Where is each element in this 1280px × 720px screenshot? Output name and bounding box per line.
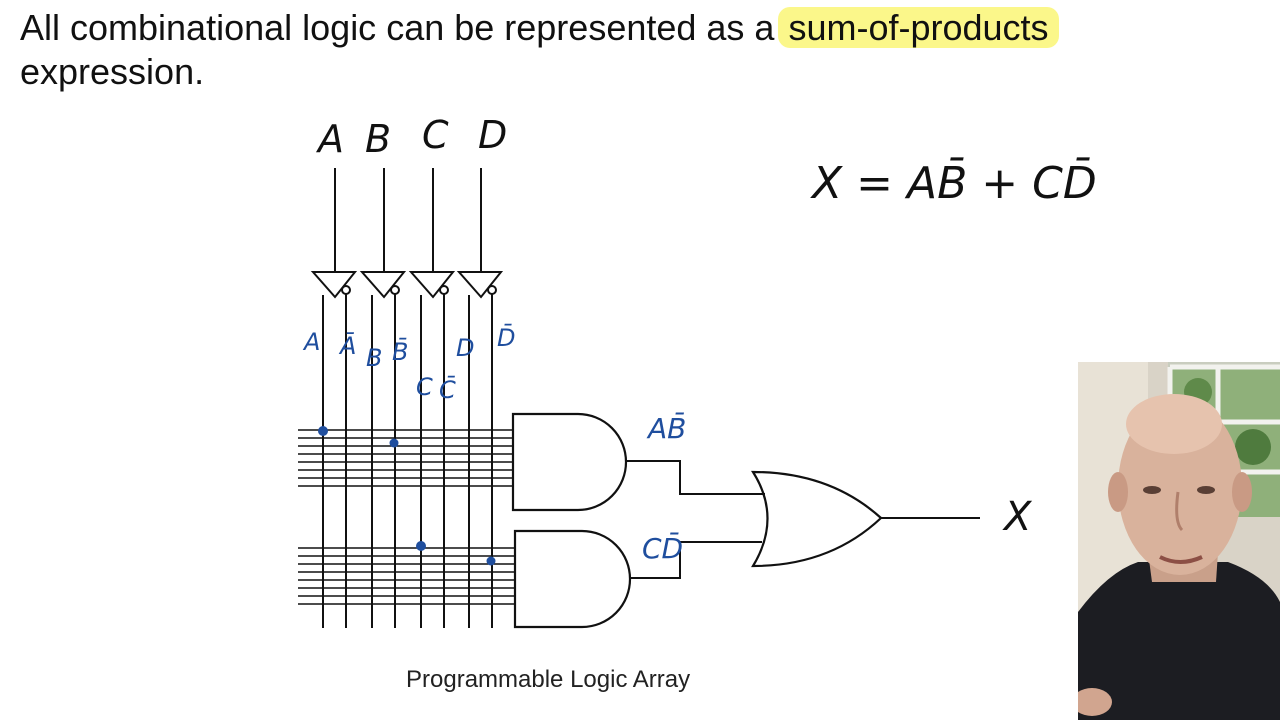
and-output-label-2: CD̄ [642, 531, 683, 565]
inverter-bubble-d [487, 285, 497, 295]
literal-label-dbar: D̄ [497, 323, 515, 352]
literal-label-b: B [366, 344, 382, 372]
inverter-bubble-b [390, 285, 400, 295]
headline-continuation: expression. [20, 51, 205, 92]
connection-dot-a [318, 426, 328, 436]
and-output-label-1: AB̄ [646, 411, 686, 445]
highlighted-term: sum-of-products [778, 7, 1059, 48]
literal-label-d: D [456, 334, 474, 362]
headline-text: All combinational logic can be represent… [20, 7, 775, 48]
literal-label-cbar: C̄ [439, 375, 456, 404]
inverter-c [408, 271, 456, 299]
equation: X = AB̄ + CD̄ [810, 156, 1097, 209]
connection-dot-dbar [486, 556, 496, 566]
product-term-lines-2 [298, 547, 515, 605]
or-gate [751, 470, 883, 568]
diagram-caption: Programmable Logic Array [406, 666, 691, 693]
product-term-lines-1 [298, 429, 513, 487]
inverter-bubble-c [439, 285, 449, 295]
wire-and2-to-or [630, 541, 762, 579]
literal-label-bbar: B̄ [392, 337, 408, 366]
connection-dot-c [416, 541, 426, 551]
presenter-image [1078, 362, 1280, 720]
literal-label-c: C [416, 373, 433, 401]
connection-dot-bbar [389, 438, 399, 448]
output-label: X [1002, 494, 1033, 540]
inverter-a [310, 271, 358, 299]
literal-label-a: A [302, 328, 320, 356]
inverter-d [456, 271, 504, 299]
inverter-b [359, 271, 407, 299]
connection-dots [318, 426, 496, 566]
input-label-c: C [422, 113, 449, 157]
literal-label-abar: Ā [338, 331, 356, 360]
and-gate-1 [511, 412, 628, 512]
input-label-b: B [365, 117, 391, 161]
input-label-d: D [478, 113, 507, 157]
presenter-video [1078, 362, 1280, 720]
and-gate-2 [513, 529, 632, 629]
wire-and1-to-or [626, 460, 765, 495]
input-label-a: A [315, 117, 344, 161]
inverter-bubble-a [341, 285, 351, 295]
slide-headline: All combinational logic can be represent… [20, 6, 1220, 94]
